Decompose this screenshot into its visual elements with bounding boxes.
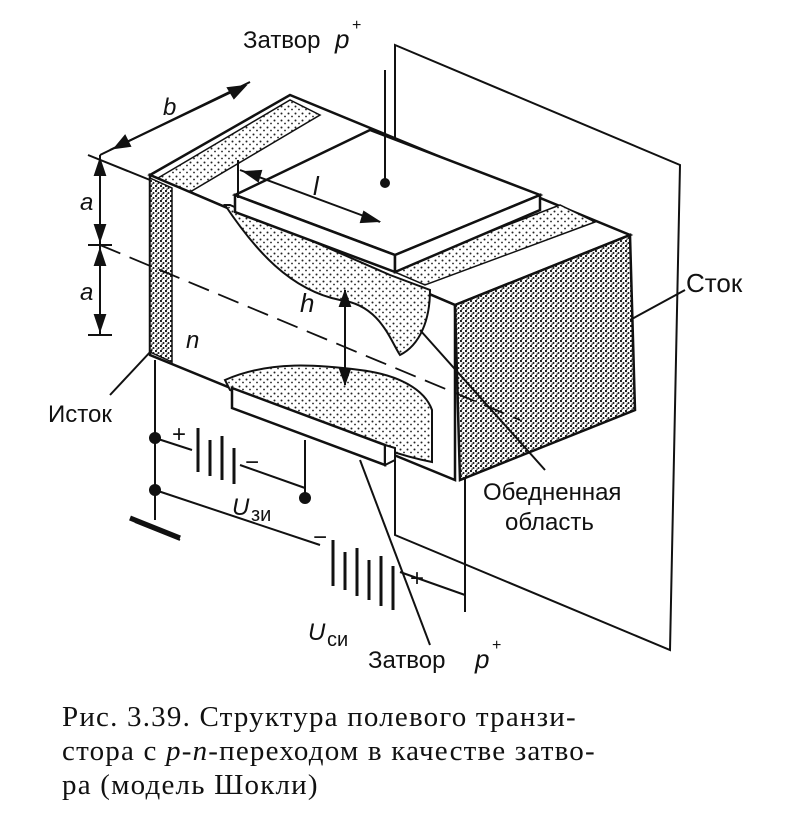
label-plus-ugs: + bbox=[172, 421, 186, 448]
label-uds-sub: си bbox=[327, 629, 348, 651]
label-gate-bottom-p: p bbox=[474, 644, 489, 674]
junction-gate bbox=[299, 492, 311, 504]
fet-diagram: Затвор p + Сток Исток Обедненная область… bbox=[48, 17, 743, 674]
label-gate-top-p: p bbox=[334, 24, 349, 54]
dimension-h bbox=[338, 289, 352, 386]
label-dim-a-upper: a bbox=[80, 189, 93, 216]
caption-line-2-end: -переходом в качестве затво- bbox=[208, 735, 596, 767]
caption-line-3: ра (модель Шокли) bbox=[62, 769, 319, 801]
channel-axis bbox=[99, 244, 521, 421]
label-source: Исток bbox=[48, 401, 112, 428]
label-uds: U bbox=[308, 619, 326, 646]
bottom-gate-side bbox=[384, 443, 396, 467]
ground-line bbox=[129, 515, 181, 541]
label-ugs: U bbox=[232, 494, 250, 521]
depleted-leader bbox=[419, 329, 546, 471]
caption-line-2-start: стора с bbox=[62, 735, 167, 767]
dimension-a bbox=[87, 154, 151, 336]
label-gate-bottom: Затвор bbox=[368, 647, 445, 674]
label-dim-b: b bbox=[163, 94, 176, 121]
label-gate-top: Затвор bbox=[243, 27, 320, 54]
dimension-b bbox=[99, 81, 251, 156]
source-leader bbox=[109, 349, 153, 396]
junction-source-bottom bbox=[149, 484, 161, 496]
caption-line-2: стора с p-n-переходом в качестве затво- bbox=[62, 734, 762, 768]
top-gate-side bbox=[393, 193, 542, 274]
label-gate-bottom-plus: + bbox=[492, 637, 501, 654]
label-drain: Сток bbox=[686, 268, 743, 298]
caption-pn: p-n bbox=[166, 735, 209, 767]
label-plus-uds: + bbox=[410, 565, 424, 592]
label-depleted-2: область bbox=[505, 509, 594, 536]
label-gate-top-plus: + bbox=[352, 17, 361, 34]
caption-line-1: Рис. 3.39. Структура полевого транзи- bbox=[62, 701, 577, 733]
battery-uds bbox=[331, 540, 395, 610]
dimension-l bbox=[237, 160, 382, 224]
figure-caption: Рис. 3.39. Структура полевого транзи- ст… bbox=[62, 700, 762, 802]
battery-ugs bbox=[196, 428, 236, 484]
label-minus-ugs: − bbox=[245, 449, 259, 476]
label-dim-h: h bbox=[300, 288, 314, 318]
junction-source-top bbox=[149, 432, 161, 444]
drain-leader bbox=[629, 289, 686, 321]
depletion-upper bbox=[223, 204, 432, 357]
label-depleted-1: Обедненная bbox=[483, 479, 621, 506]
label-dim-a-lower: a bbox=[80, 279, 93, 306]
bottom-gate-leader bbox=[359, 459, 431, 646]
label-ugs-sub: зи bbox=[251, 504, 271, 526]
label-minus-uds: − bbox=[313, 524, 327, 551]
label-dim-l: l bbox=[313, 171, 320, 201]
label-channel-n: n bbox=[186, 327, 199, 354]
